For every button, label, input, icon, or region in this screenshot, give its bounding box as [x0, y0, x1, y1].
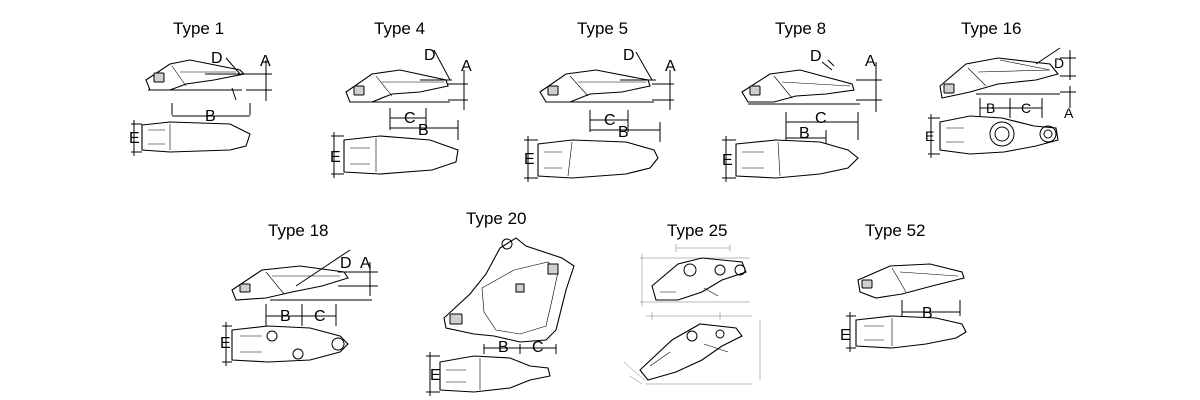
type-52-label-e: E: [840, 327, 851, 344]
type-5-label-e: E: [524, 151, 535, 168]
type-1-label-b: B: [205, 108, 216, 125]
type-20-diagram: [426, 237, 575, 396]
type-8-label-e: E: [722, 152, 733, 169]
type-5-label-a: A: [665, 58, 676, 75]
type-1-title: Type 1: [173, 19, 225, 38]
type-1-label-e: E: [129, 130, 140, 147]
type-5-diagram: [524, 51, 674, 182]
type-4-title: Type 4: [374, 19, 426, 38]
type-4-label-b: B: [418, 122, 429, 139]
type-8-label-a: A: [865, 53, 876, 70]
type-52-title: Type 52: [865, 221, 926, 240]
type-18-label-b: B: [280, 308, 291, 325]
type-4-label-c: C: [404, 110, 416, 127]
type-16-label-c: C: [1021, 100, 1031, 116]
type-20-title: Type 20: [466, 209, 527, 228]
type-18-label-d: D: [340, 255, 352, 272]
type-5-label-b: B: [618, 124, 629, 141]
type-52-diagram: [846, 263, 967, 352]
type-18-diagram: [222, 249, 378, 366]
type-4-label-e: E: [330, 149, 341, 166]
type-25-diagram: [623, 244, 761, 385]
type-20-label-b: B: [498, 339, 509, 356]
type-8-title: Type 8: [775, 19, 827, 38]
type-20-label-e: E: [430, 367, 441, 384]
type-4-label-d: D: [424, 47, 436, 64]
type-8-diagram: [722, 59, 882, 182]
type-16-label-e: E: [925, 128, 934, 144]
type-8-label-b: B: [799, 125, 810, 142]
type-1-label-a: A: [260, 53, 271, 70]
type-18-title: Type 18: [268, 221, 329, 240]
type-8-label-c: C: [815, 110, 827, 127]
type-16-label-a: A: [1064, 105, 1074, 121]
type-16-label-b: B: [986, 100, 995, 116]
type-16-diagram: [928, 47, 1076, 158]
type-16-title: Type 16: [961, 19, 1022, 38]
type-18-label-e: E: [220, 335, 231, 352]
type-18-label-a: A: [360, 255, 371, 272]
type-25-title: Type 25: [667, 221, 728, 240]
type-18-label-c: C: [314, 308, 326, 325]
type-52-label-b: B: [922, 305, 933, 322]
type-16-label-d: D: [1054, 55, 1064, 71]
type-20-label-c: C: [532, 339, 544, 356]
type-4-label-a: A: [461, 58, 472, 75]
type-8-label-d: D: [810, 48, 822, 65]
type-5-label-d: D: [623, 47, 635, 64]
type-4-diagram: [331, 49, 468, 178]
type-1-diagram: [131, 57, 272, 156]
type-5-label-c: C: [604, 112, 616, 129]
type-5-title: Type 5: [577, 19, 629, 38]
type-1-label-d: D: [211, 50, 223, 67]
